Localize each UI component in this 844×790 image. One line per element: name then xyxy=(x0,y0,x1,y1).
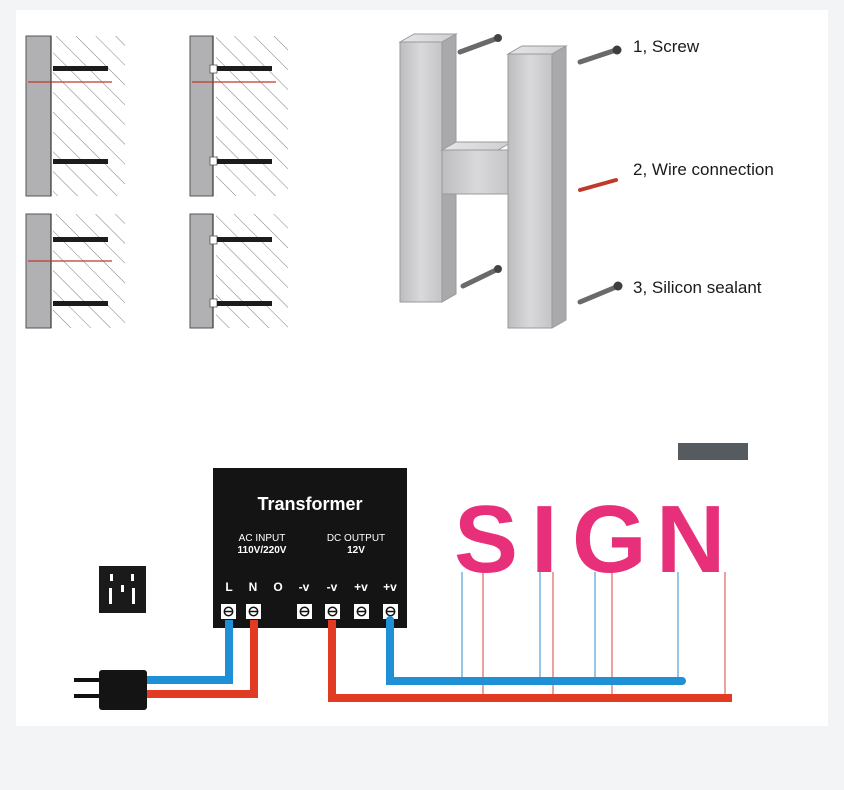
callout-wire-connection: 2, Wire connection xyxy=(633,160,774,179)
mounting-detail-4 xyxy=(189,213,288,329)
sign-letter-s: S xyxy=(454,486,518,593)
power-plug xyxy=(74,670,147,710)
transformer-title: Transformer xyxy=(257,494,362,514)
ac-input-voltage: 110V/220V xyxy=(238,545,287,556)
dc-output-wires xyxy=(328,616,732,702)
ac-input-label: AC INPUT xyxy=(239,533,286,544)
sign-leads xyxy=(461,572,726,695)
mounting-detail-1 xyxy=(25,35,125,197)
mounting-detail-2 xyxy=(189,35,288,197)
letter-h-illustration xyxy=(398,33,623,329)
terminal-label-pos-2: +v xyxy=(383,580,397,594)
sign-letter-g: G xyxy=(572,486,647,593)
ac-input-wires xyxy=(146,620,258,698)
terminal-label-neg-1: -v xyxy=(299,580,310,594)
dc-output-label: DC OUTPUT xyxy=(327,533,385,544)
callout-silicon-sealant: 3, Silicon sealant xyxy=(633,278,762,297)
terminal-label-pos-1: +v xyxy=(354,580,368,594)
sign-letter-i: I xyxy=(531,486,558,593)
grey-bar xyxy=(678,443,748,460)
terminal-screws xyxy=(221,604,398,619)
terminal-label-l: L xyxy=(225,580,232,594)
sign-lettering: S I G N xyxy=(454,486,725,593)
callout-screw: 1, Screw xyxy=(633,37,700,56)
terminal-label-n: N xyxy=(249,580,258,594)
terminal-label-neg-2: -v xyxy=(327,580,338,594)
dc-output-voltage: 12V xyxy=(347,545,365,556)
outlet-icon xyxy=(99,566,146,613)
sign-letter-n: N xyxy=(656,486,725,593)
terminal-label-o: O xyxy=(273,580,282,594)
transformer-box: Transformer AC INPUT 110V/220V DC OUTPUT… xyxy=(213,468,407,628)
mounting-detail-3 xyxy=(25,213,125,329)
